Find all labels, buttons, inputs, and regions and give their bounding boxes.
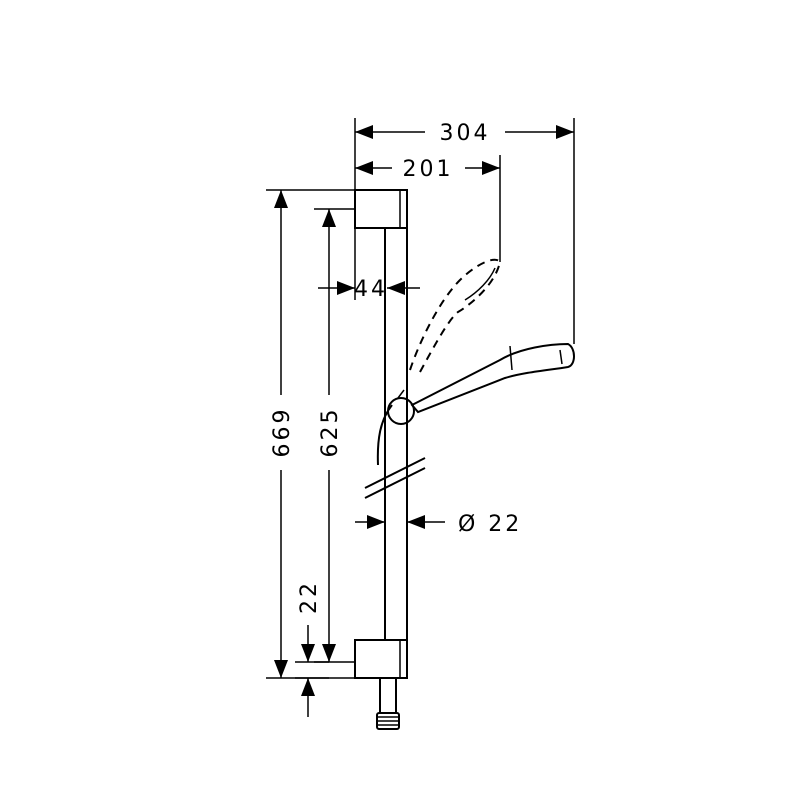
dimension-diameter-22: Ø 22 [355,512,522,537]
dimension-304-label: 304 [440,121,491,146]
bottom-wall-bracket [354,639,408,679]
dimension-201-label: 201 [403,157,454,182]
dimension-201: 201 [355,155,501,262]
shower-rail-bar [384,228,408,640]
dimension-304: 304 [354,118,575,344]
dimension-669: 669 [266,189,355,679]
dimension-625: 625 [314,208,355,663]
dimension-44-label: 44 [354,277,388,302]
shower-hose-end [376,678,400,730]
dimension-669-label: 669 [270,407,295,458]
hand-shower-alt-position [409,258,501,373]
hand-shower [410,342,575,414]
dimension-625-label: 625 [318,407,343,458]
slider-holder-knob [387,397,415,425]
dimension-22-offset-label: 22 [297,580,322,614]
dimension-44: 44 [318,228,420,302]
rail-clip [364,457,426,499]
dimension-diameter-22-label: Ø 22 [458,512,522,537]
dimension-22-offset: 22 [295,580,329,717]
top-wall-bracket [354,189,408,229]
